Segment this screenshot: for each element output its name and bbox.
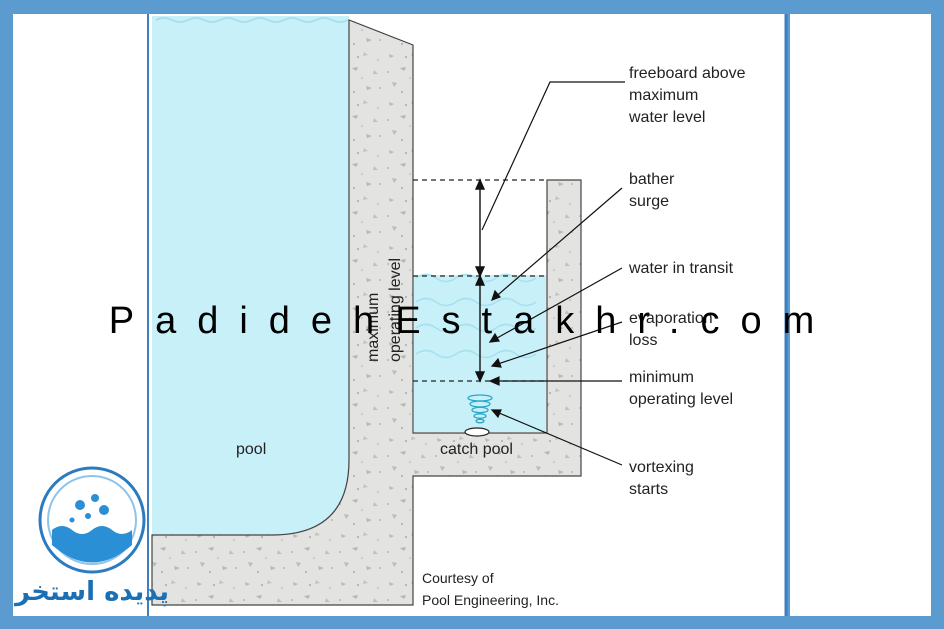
label-minimum-operating-level: minimum operating level — [629, 369, 733, 408]
label-evaporation-loss: evaporation loss — [629, 310, 717, 349]
pool-water — [152, 16, 349, 535]
label-freeboard: freeboard above maximum water level — [628, 65, 750, 126]
label-pool: pool — [236, 441, 266, 458]
label-maximum-operating-level: maximum operating level — [365, 258, 404, 362]
label-catch-pool: catch pool — [440, 441, 513, 458]
logo-text: پدیده استخر — [13, 577, 169, 607]
drain-icon — [464, 427, 490, 437]
watermark: PadidehEstakhr.com — [108, 300, 836, 342]
pool-wall — [151, 19, 582, 606]
label-bather-surge: bather surge — [629, 171, 679, 210]
label-courtesy: Courtesy of Pool Engineering, Inc. — [422, 570, 559, 608]
vortex-icon — [467, 394, 493, 424]
company-logo: پدیده استخر — [13, 466, 169, 607]
label-vortexing-starts: vortexing starts — [629, 459, 698, 498]
right-panel — [790, 14, 931, 616]
label-water-in-transit: water in transit — [628, 260, 734, 277]
